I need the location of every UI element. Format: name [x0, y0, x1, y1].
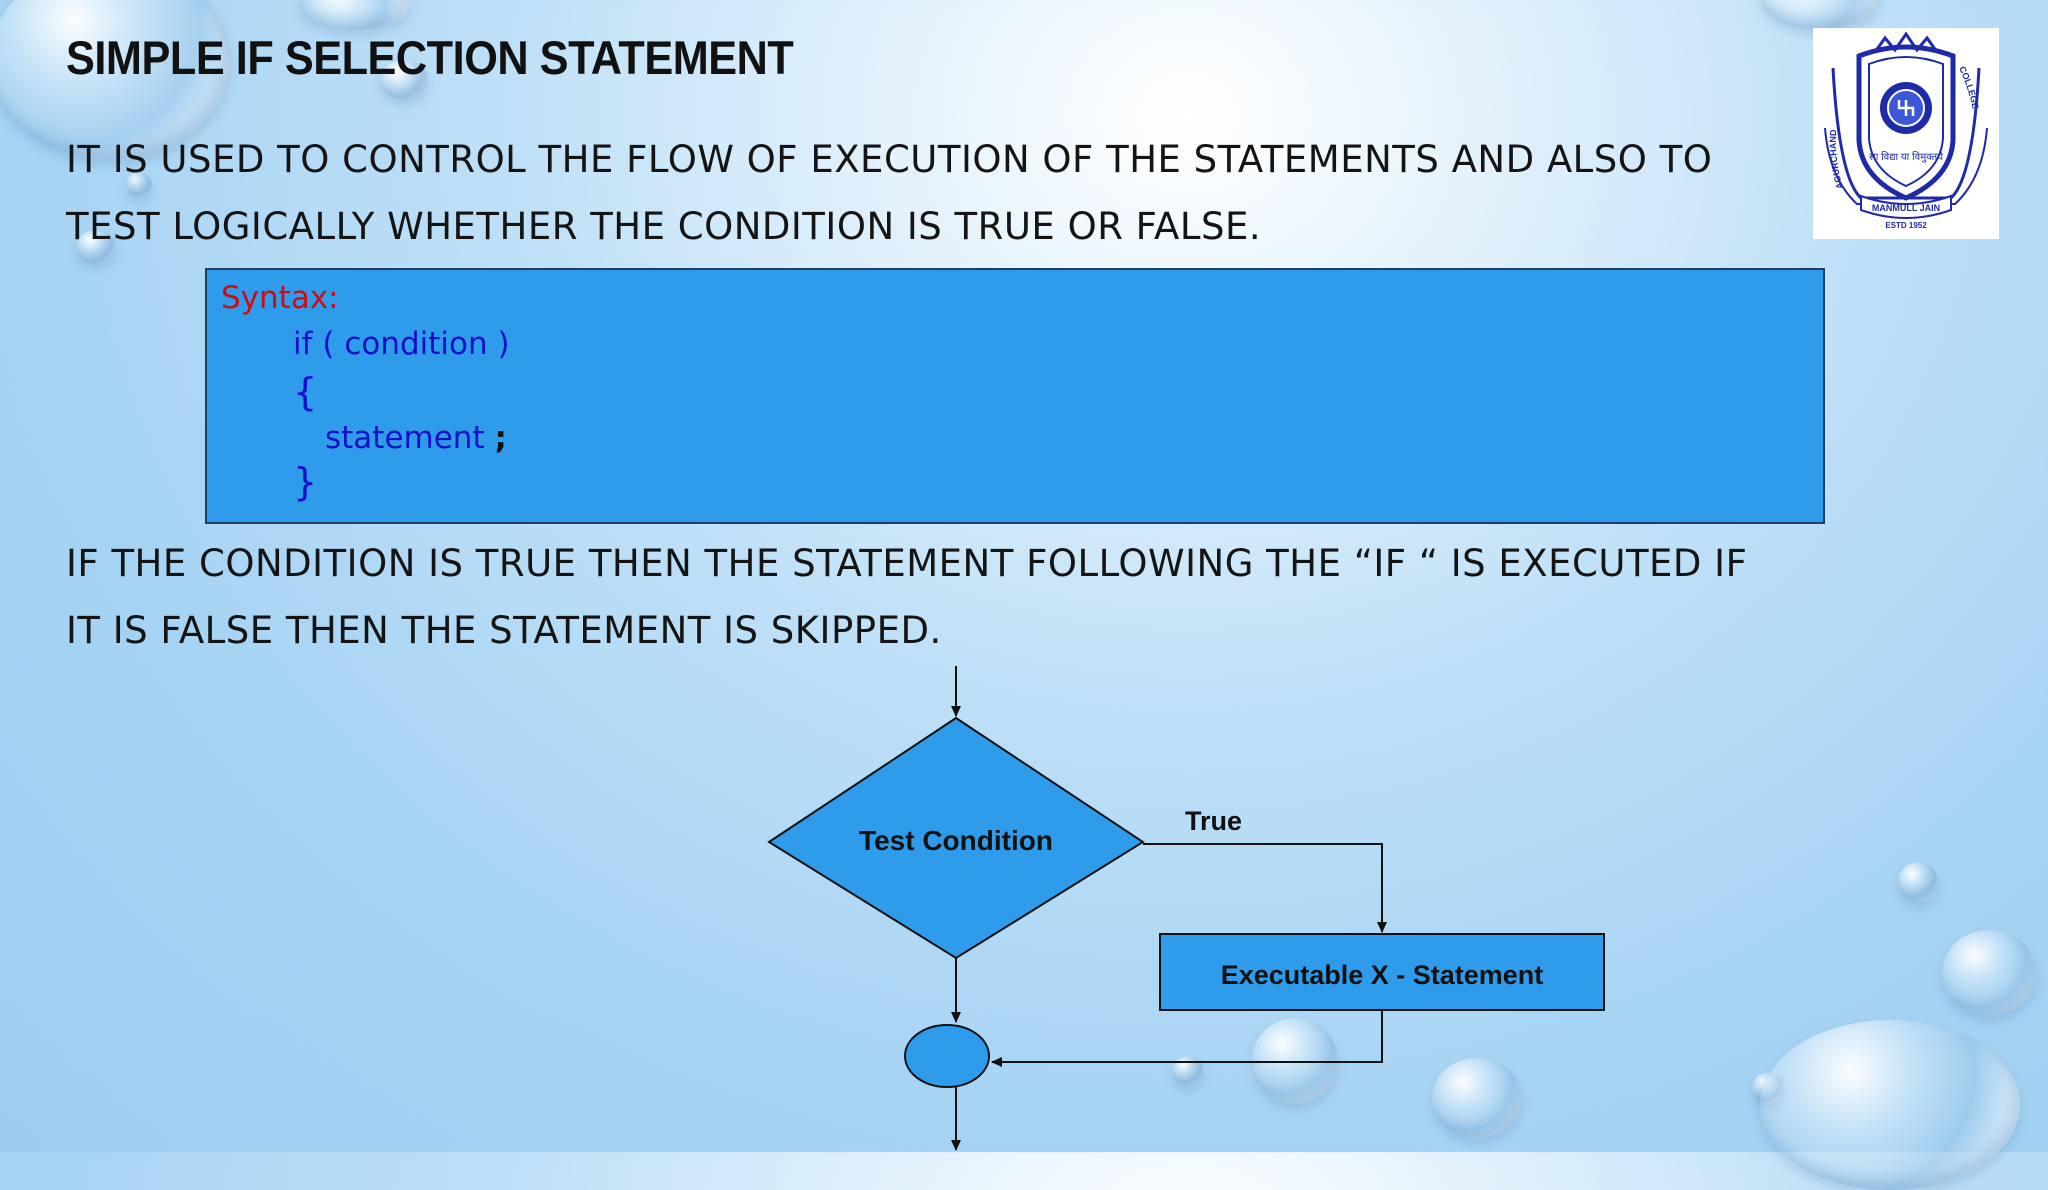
- process-box: [1159, 933, 1605, 1011]
- true-label: True: [1185, 806, 1242, 836]
- bubble-decoration: [380, 60, 428, 100]
- logo-banner: MANMULL JAIN: [1872, 203, 1940, 213]
- syntax-open-brace: {: [293, 370, 318, 414]
- logo-motto: सा विद्या या विमुक्तये: [1869, 151, 1943, 163]
- connector-node: [904, 1024, 990, 1088]
- bubble-decoration: [76, 230, 116, 264]
- syntax-statement: statement: [325, 420, 485, 456]
- logo-estd: ESTD 1952: [1885, 221, 1927, 230]
- bubble-decoration: [1898, 862, 1938, 902]
- intro-line-2: TEST LOGICALLY WHETHER THE CONDITION IS …: [66, 205, 1262, 248]
- decision-label: Test Condition: [859, 825, 1053, 856]
- slide-title: SIMPLE IF SELECTION STATEMENT: [66, 31, 794, 84]
- return-arrow: [991, 1010, 1383, 1067]
- true-branch-arrow: [1143, 843, 1387, 933]
- bubble-decoration: [1432, 1058, 1522, 1138]
- syntax-if-line: if ( condition ): [293, 326, 510, 362]
- syntax-close-brace: }: [293, 460, 318, 504]
- syntax-semicolon: ;: [494, 420, 507, 456]
- explanation-line-2: IT IS FALSE THEN THE STATEMENT IS SKIPPE…: [66, 609, 942, 652]
- process-label: Executable X - Statement: [1221, 960, 1544, 990]
- syntax-statement-line: statement ;: [325, 420, 507, 456]
- college-crest-icon: सा विद्या या विमुक्तये AGURCHAND COLLEGE…: [1824, 31, 1988, 230]
- intro-paragraph: IT IS USED TO CONTROL THE FLOW OF EXECUT…: [66, 126, 1712, 260]
- college-logo: सा विद्या या विमुक्तये AGURCHAND COLLEGE…: [1813, 28, 1999, 239]
- if-flowchart: Test Condition True Executable X - State…: [767, 666, 1605, 1151]
- syntax-box: Syntax: if ( condition ) { statement ; }: [205, 268, 1825, 524]
- explanation-paragraph: IF THE CONDITION IS TRUE THEN THE STATEM…: [66, 530, 1747, 664]
- intro-line-1: IT IS USED TO CONTROL THE FLOW OF EXECUT…: [66, 138, 1713, 181]
- bubble-decoration: [126, 172, 152, 198]
- syntax-label: Syntax:: [221, 280, 339, 316]
- explanation-line-1: IF THE CONDITION IS TRUE THEN THE STATEM…: [66, 542, 1748, 585]
- bubble-decoration: [1942, 930, 2036, 1016]
